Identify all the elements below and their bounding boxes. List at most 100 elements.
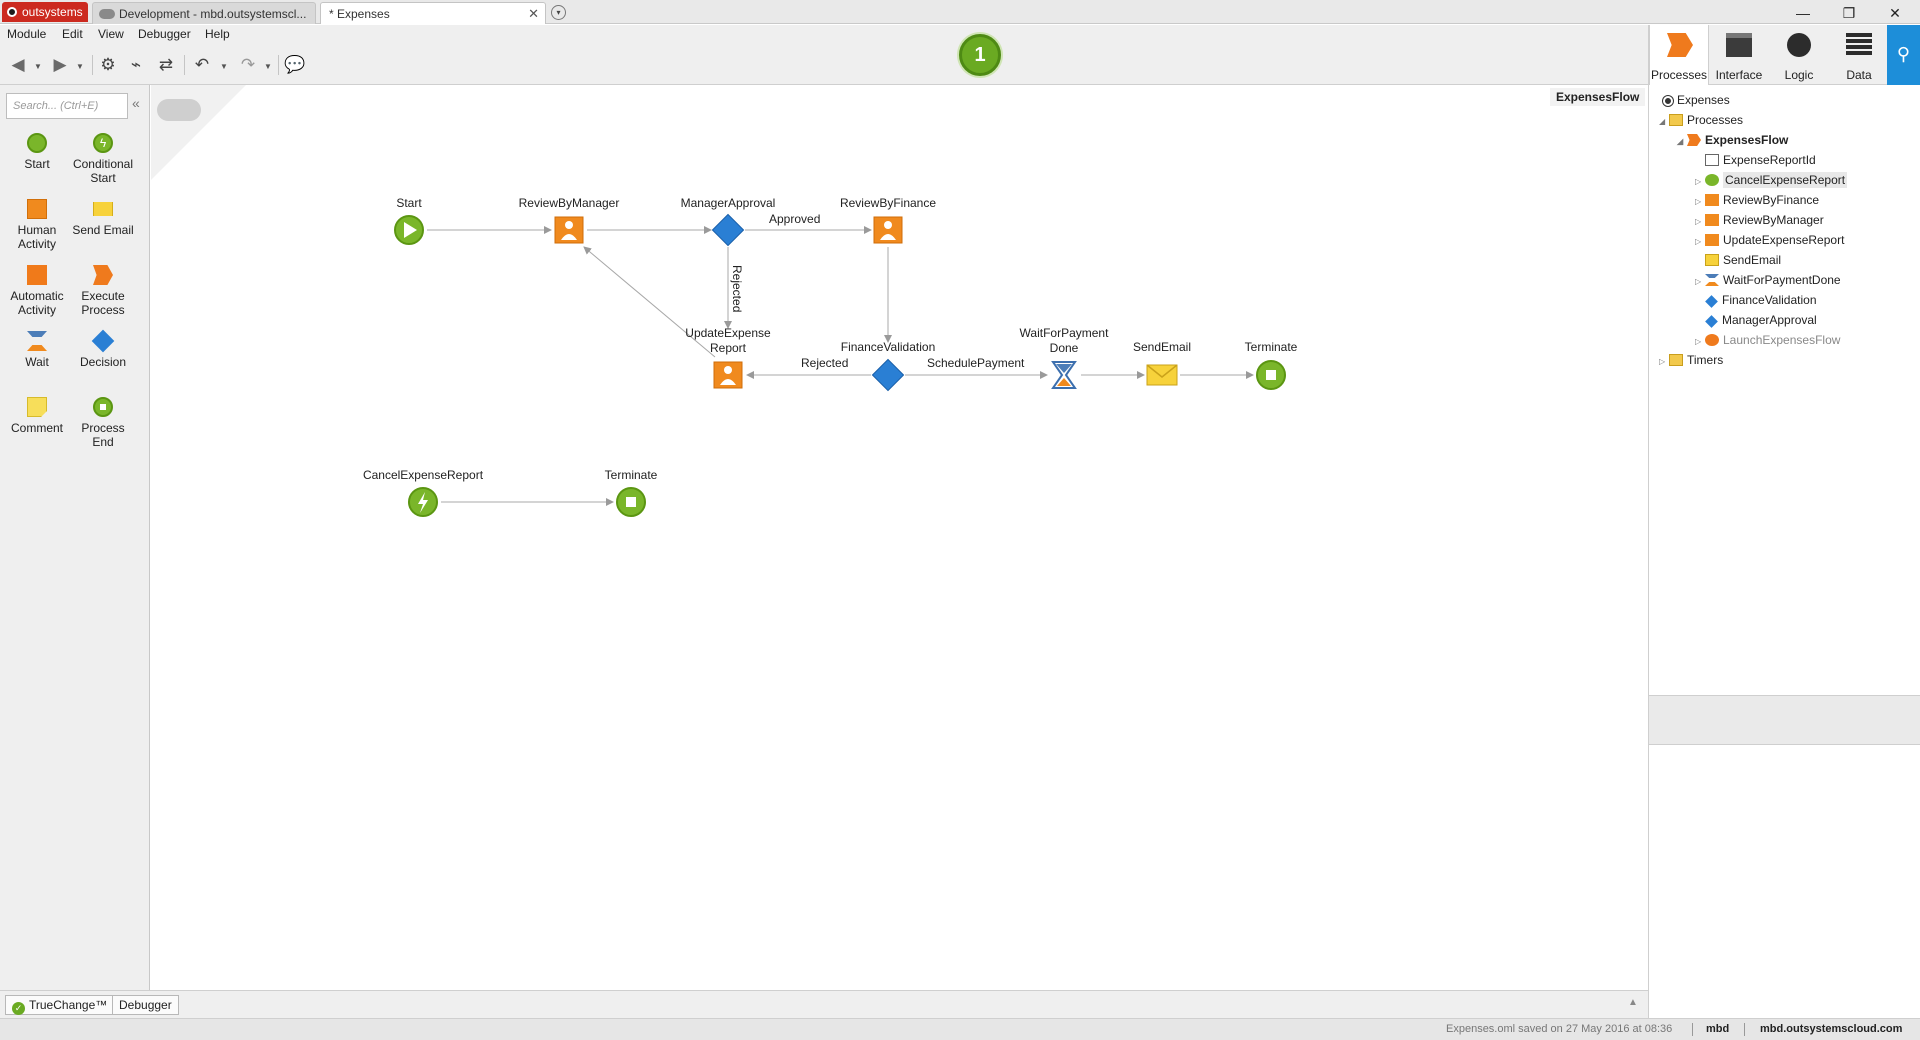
toolbar-separator: [184, 55, 185, 75]
conditional-start-icon: [1705, 174, 1719, 186]
expand-arrow-icon[interactable]: ◢: [1659, 117, 1666, 126]
menu-view[interactable]: View: [98, 27, 124, 41]
send-email-icon: [1705, 254, 1719, 266]
tab-data[interactable]: Data: [1829, 25, 1889, 85]
check-icon: ✓: [12, 1002, 25, 1015]
palette-comment[interactable]: Comment: [4, 397, 70, 435]
redo-icon[interactable]: ↷: [240, 55, 256, 74]
node-cancelexpensereport[interactable]: CancelExpenseReport: [363, 468, 484, 517]
palette-process-end[interactable]: Process End: [70, 397, 136, 449]
expand-arrow-icon[interactable]: ◢: [1677, 137, 1684, 146]
node-reviewbymanager[interactable]: ReviewByManager: [519, 196, 620, 244]
node-financevalidation[interactable]: FinanceValidation: [841, 340, 936, 392]
forward-icon[interactable]: ▶: [53, 55, 67, 74]
close-button[interactable]: ✕: [1889, 5, 1901, 21]
palette-wait[interactable]: Wait: [4, 331, 70, 369]
node-reviewbyfinance-label: ReviewByFinance: [840, 196, 936, 210]
process-flow-canvas[interactable]: ExpensesFlow Approved Rejected Rejected …: [151, 85, 1648, 990]
palette-process-end-label: Process End: [81, 421, 125, 449]
automatic-activity-icon: [27, 265, 47, 285]
palette-human-activity[interactable]: Human Activity: [4, 199, 70, 251]
palette-start[interactable]: Start: [4, 133, 70, 171]
tree-processes-folder[interactable]: ◢Processes: [1659, 111, 1743, 129]
wait-icon: [27, 331, 47, 351]
node-updateexpensereport[interactable]: UpdateExpense Report: [685, 326, 771, 389]
palette-wait-label: Wait: [25, 355, 49, 369]
tree-item-managerapproval[interactable]: ManagerApproval: [1695, 311, 1817, 329]
menu-edit[interactable]: Edit: [62, 27, 83, 41]
forward-dropdown-icon[interactable]: ▼: [76, 62, 84, 71]
outsystems-logo-icon: [7, 7, 17, 17]
menu-debugger[interactable]: Debugger: [138, 27, 191, 41]
node-start[interactable]: Start: [394, 196, 424, 245]
input-parameter-icon: [1705, 154, 1719, 166]
tree-item-sendemail[interactable]: SendEmail: [1695, 251, 1781, 269]
tab-development[interactable]: Development - mbd.outsystemscl...: [92, 2, 316, 24]
palette-decision[interactable]: Decision: [70, 329, 136, 369]
tree-module[interactable]: Expenses: [1653, 91, 1730, 109]
palette-execute-process-label: Execute Process: [81, 289, 125, 317]
redo-dropdown-icon[interactable]: ▼: [264, 62, 272, 71]
tree-item-cancelexpensereport[interactable]: ▷CancelExpenseReport: [1695, 172, 1848, 188]
expand-panel-icon[interactable]: ▲: [1628, 997, 1638, 1008]
tree-item-expensereportid[interactable]: ExpenseReportId: [1695, 151, 1816, 169]
palette-search-input[interactable]: Search... (Ctrl+E): [6, 93, 128, 119]
node-terminate[interactable]: Terminate: [1245, 340, 1298, 390]
maximize-button[interactable]: ❐: [1842, 5, 1856, 21]
tree-item-waitforpaymentdone[interactable]: ▷WaitForPaymentDone: [1695, 273, 1841, 287]
elements-tree: Expenses ◢Processes ◢ExpensesFlow Expens…: [1648, 85, 1920, 695]
node-terminate-label: Terminate: [1245, 340, 1298, 354]
tree-item-reviewbyfinance[interactable]: ▷ReviewByFinance: [1695, 193, 1820, 207]
collapsed-arrow-icon[interactable]: ▷: [1659, 357, 1666, 366]
refresh-references-icon[interactable]: ⇄: [158, 55, 174, 74]
tree-item-label: FinanceValidation: [1722, 293, 1817, 307]
human-activity-icon: [1705, 194, 1719, 206]
tree-item-reviewbymanager[interactable]: ▷ReviewByManager: [1695, 213, 1824, 227]
publish-button[interactable]: 1: [959, 34, 1001, 76]
collapse-panel-icon[interactable]: «: [132, 95, 140, 111]
tab-close-icon[interactable]: ✕: [528, 6, 539, 21]
node-reviewbyfinance[interactable]: ReviewByFinance: [840, 196, 936, 244]
tree-item-launchexpensesflow[interactable]: ▷LaunchExpensesFlow: [1695, 333, 1841, 347]
toolbar-separator: [92, 55, 93, 75]
wait-icon: [1051, 361, 1077, 389]
tab-logic[interactable]: Logic: [1769, 25, 1829, 85]
comment-bubble-icon[interactable]: 💬: [284, 55, 306, 74]
palette-automatic-activity[interactable]: Automatic Activity: [4, 265, 70, 317]
settings-gear-icon[interactable]: ⚙: [100, 55, 116, 74]
node-terminate-cancel[interactable]: Terminate: [605, 468, 658, 517]
flow-name-label: ExpensesFlow: [1550, 88, 1646, 106]
node-reviewbymanager-label: ReviewByManager: [519, 196, 620, 210]
menu-module[interactable]: Module: [7, 27, 47, 41]
menu-help[interactable]: Help: [205, 27, 230, 41]
search-icon[interactable]: ⚲: [1887, 25, 1920, 85]
node-sendemail[interactable]: SendEmail: [1133, 340, 1191, 386]
palette-send-email[interactable]: Send Email: [70, 199, 136, 237]
tree-flow[interactable]: ◢ExpensesFlow: [1677, 131, 1788, 149]
node-waitforpaymentdone[interactable]: WaitForPayment Done: [1020, 326, 1110, 389]
palette-execute-process[interactable]: Execute Process: [70, 265, 136, 317]
back-icon[interactable]: ◀: [11, 55, 25, 74]
undo-icon[interactable]: ↶: [194, 55, 210, 74]
edge-updateexpensereport-to-reviewbymanager[interactable]: [583, 246, 716, 358]
outsystems-logo[interactable]: outsystems: [2, 2, 88, 22]
tab-list-dropdown-icon[interactable]: ▾: [551, 5, 566, 20]
tab-expenses[interactable]: * Expenses✕: [320, 2, 546, 24]
tab-processes[interactable]: Processes: [1649, 25, 1709, 85]
back-dropdown-icon[interactable]: ▼: [34, 62, 42, 71]
dependencies-plug-icon[interactable]: ⌁: [130, 55, 142, 74]
tab-processes-label: Processes: [1650, 68, 1708, 82]
toolbar: ◀ ▼ ▶ ▼ ⚙ ⌁ ⇄ ↶ ▼ ↷ ▼ 💬: [0, 45, 1648, 85]
decision-icon: [91, 329, 115, 353]
tab-debugger[interactable]: Debugger: [112, 995, 179, 1015]
tree-item-updateexpensereport[interactable]: ▷UpdateExpenseReport: [1695, 233, 1845, 247]
undo-dropdown-icon[interactable]: ▼: [220, 62, 228, 71]
tab-interface[interactable]: Interface: [1709, 25, 1769, 85]
tree-timers-folder[interactable]: ▷Timers: [1659, 351, 1723, 369]
node-managerapproval[interactable]: ManagerApproval: [681, 196, 776, 247]
tree-item-financevalidation[interactable]: FinanceValidation: [1695, 291, 1817, 309]
minimize-button[interactable]: —: [1796, 5, 1810, 21]
edge-label-schedulepayment: SchedulePayment: [927, 356, 1025, 370]
tab-truechange[interactable]: ✓TrueChange™: [5, 995, 115, 1015]
